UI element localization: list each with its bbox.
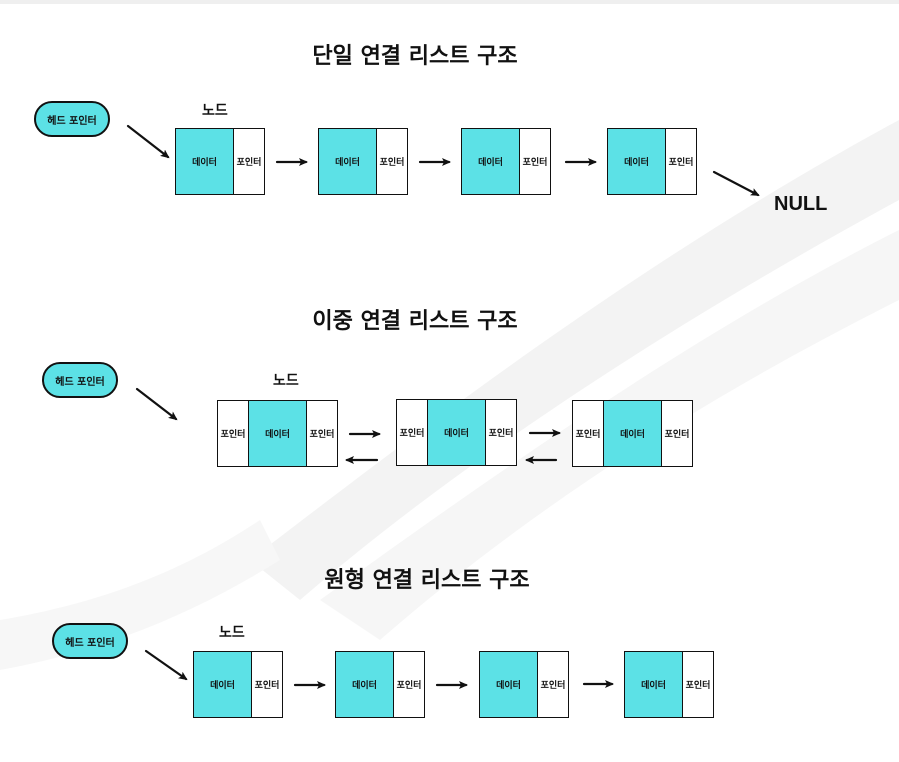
data-field: 데이터 [318, 128, 377, 195]
circular-node-1: 데이터 포인터 [193, 651, 283, 718]
head-arrow [135, 387, 178, 421]
next-pointer-field: 포인터 [661, 400, 693, 467]
next-pointer-field: 포인터 [519, 128, 551, 195]
singly-node-1: 데이터 포인터 [175, 128, 265, 195]
data-field: 데이터 [335, 651, 394, 718]
circular-node-label: 노드 [219, 625, 245, 641]
circular-node-4: 데이터 포인터 [624, 651, 714, 718]
doubly-node-3: 포인터 데이터 포인터 [572, 400, 693, 467]
head-arrow [126, 124, 170, 159]
head-arrow [144, 649, 188, 681]
next-pointer-field: 포인터 [376, 128, 408, 195]
top-divider [0, 0, 899, 4]
doubly-node-2: 포인터 데이터 포인터 [396, 399, 517, 466]
circular-list-title: 원형 연결 리스트 구조 [324, 568, 530, 593]
next-pointer-field: 포인터 [485, 399, 517, 466]
next-pointer-field: 포인터 [682, 651, 714, 718]
next-pointer-field: 포인터 [665, 128, 697, 195]
circular-head-pointer: 헤드 포인터 [52, 623, 128, 659]
singly-node-3: 데이터 포인터 [461, 128, 551, 195]
doubly-list-title: 이중 연결 리스트 구조 [312, 309, 518, 334]
prev-pointer-field: 포인터 [572, 400, 604, 467]
singly-head-pointer: 헤드 포인터 [34, 101, 110, 137]
data-field: 데이터 [603, 400, 662, 467]
singly-node-label: 노드 [202, 103, 228, 119]
circular-node-3: 데이터 포인터 [479, 651, 569, 718]
data-field: 데이터 [624, 651, 683, 718]
null-arrow [712, 170, 760, 197]
doubly-node-label: 노드 [273, 373, 299, 389]
data-field: 데이터 [248, 400, 307, 467]
prev-pointer-field: 포인터 [396, 399, 428, 466]
circular-node-2: 데이터 포인터 [335, 651, 425, 718]
singly-node-2: 데이터 포인터 [318, 128, 408, 195]
doubly-node-1: 포인터 데이터 포인터 [217, 400, 338, 467]
singly-node-4: 데이터 포인터 [607, 128, 697, 195]
next-pointer-field: 포인터 [251, 651, 283, 718]
data-field: 데이터 [175, 128, 234, 195]
data-field: 데이터 [607, 128, 666, 195]
next-pointer-field: 포인터 [306, 400, 338, 467]
singly-list-title: 단일 연결 리스트 구조 [312, 44, 518, 69]
data-field: 데이터 [427, 399, 486, 466]
next-pointer-field: 포인터 [537, 651, 569, 718]
next-pointer-field: 포인터 [393, 651, 425, 718]
next-pointer-field: 포인터 [233, 128, 265, 195]
doubly-head-pointer: 헤드 포인터 [42, 362, 118, 398]
null-terminator: NULL [774, 193, 828, 215]
prev-pointer-field: 포인터 [217, 400, 249, 467]
